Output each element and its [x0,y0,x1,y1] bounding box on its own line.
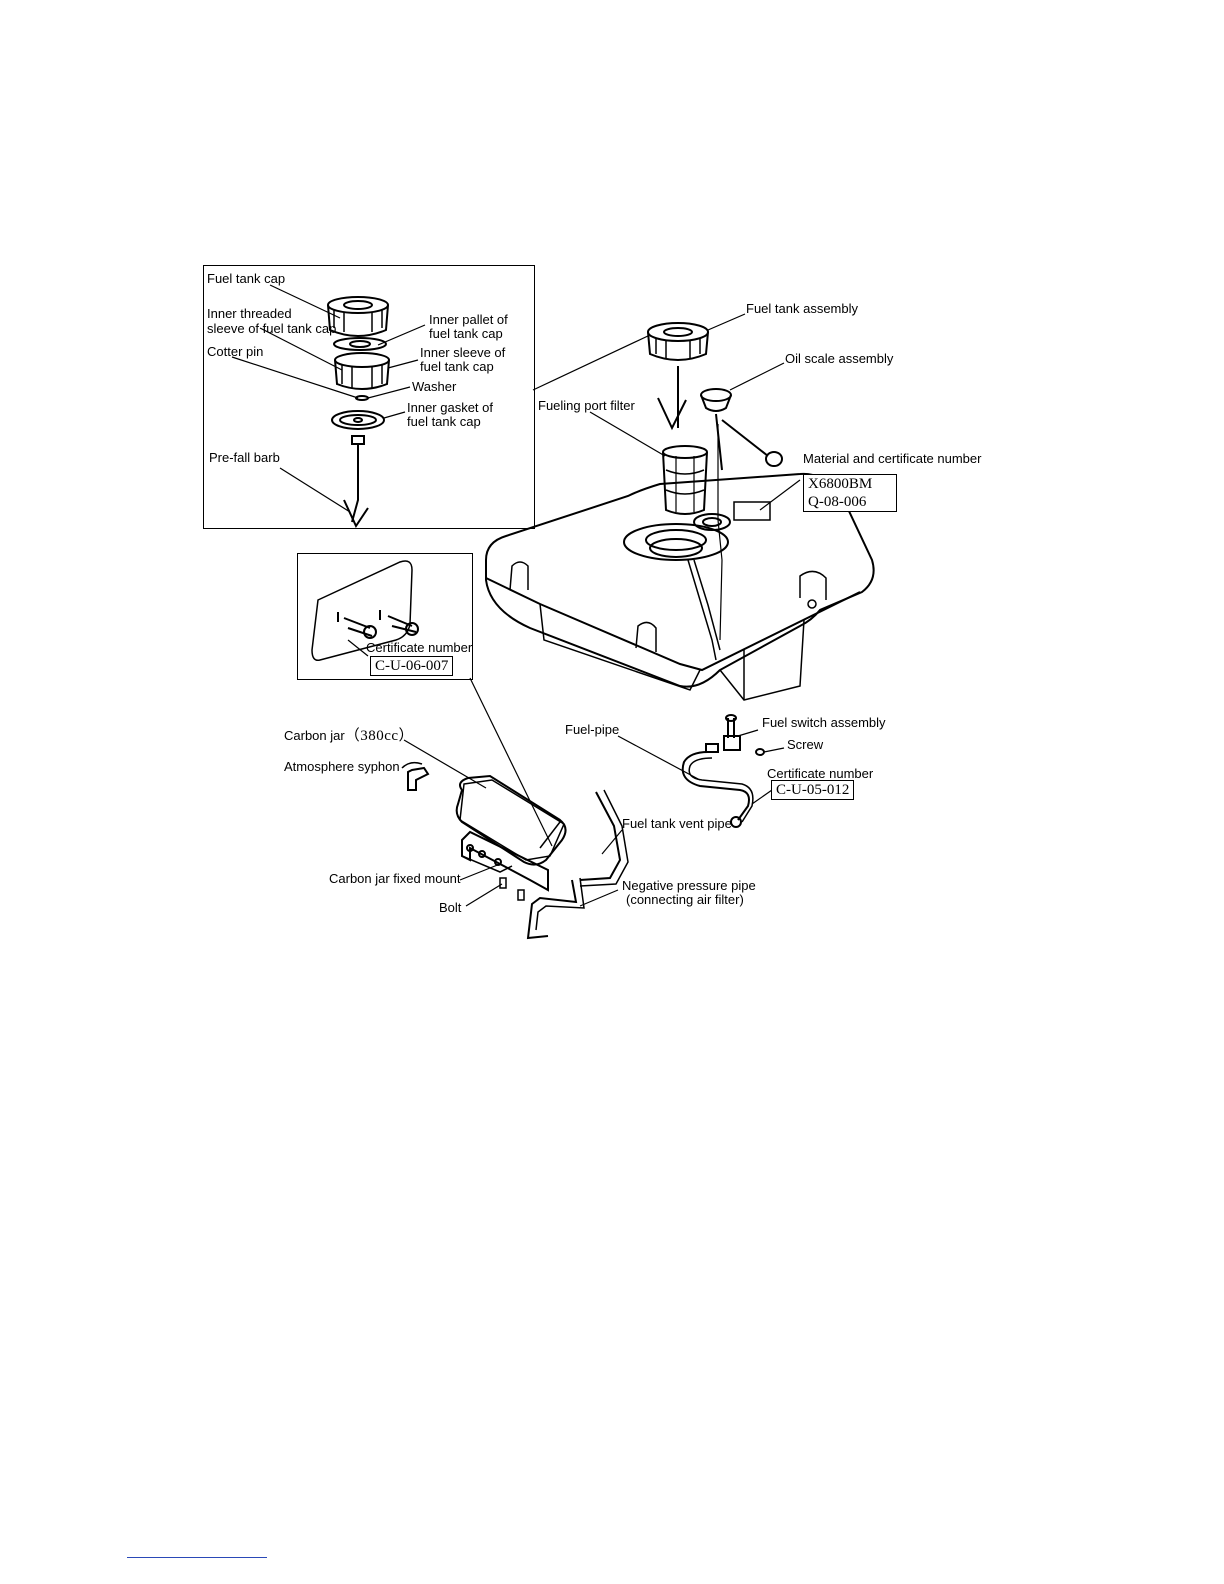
main-leader-lines [347,313,801,907]
material-code-box: X6800BM Q-08-006 [803,474,897,512]
inset-leader-lines [231,284,651,513]
label-fuel-pipe: Fuel-pipe [565,722,620,737]
inset-inner-pallet [333,337,387,351]
bolt [499,877,525,901]
main-fuel-tank-cap [647,322,709,428]
inset-fuel-tank-cap [327,296,389,337]
atmosphere-syphon [401,761,430,791]
label-cotter-pin: Cotter pin [207,344,264,359]
material-code-1: X6800BM [808,476,873,492]
inset-pre-fall-barb [343,435,369,529]
label-material-cert: Material and certificate number [803,451,982,466]
fuel-pipe [681,751,754,828]
label-cert-number-b: Certificate number [767,766,874,781]
fuel-tank-vent-pipe [579,789,629,887]
label-washer: Washer [412,379,457,394]
label-negative-pressure-pipe-line2: (connecting air filter) [626,892,744,907]
label-inner-gasket-line1: Inner gasket of [407,400,493,415]
footer-rule [127,1557,267,1558]
main-arrow [657,397,687,431]
label-bolt: Bolt [439,900,462,915]
label-carbon-jar-fixed-mount: Carbon jar fixed mount [329,871,461,886]
material-code-2: Q-08-006 [808,494,867,510]
cert-code-b: C-U-05-012 [771,780,855,800]
label-inner-gasket-line2: fuel tank cap [407,414,481,429]
label-inner-pallet-line2: fuel tank cap [429,326,503,341]
cap-detail-inset [203,265,535,529]
inset-connector-detail [311,560,419,662]
fuel-tank-body [485,424,875,701]
oil-scale-assembly [700,388,783,471]
inset-inner-sleeve [334,352,390,390]
label-fuel-switch-assembly: Fuel switch assembly [762,715,886,730]
label-oil-scale-assembly: Oil scale assembly [785,351,894,366]
carbon-jar-fixed-mount [461,830,549,892]
carbon-jar-name: Carbon jar [284,728,345,743]
label-inner-sleeve-line2: fuel tank cap [420,359,494,374]
fuel-switch-assembly [705,714,765,756]
label-fuel-tank-assembly: Fuel tank assembly [746,301,858,316]
label-carbon-jar: Carbon jar（380cc） [284,728,414,744]
label-inner-pallet-line1: Inner pallet of [429,312,508,327]
label-atmosphere-syphon: Atmosphere syphon [284,759,400,774]
carbon-jar [455,774,567,866]
carbon-jar-connector-inset [297,553,473,680]
label-cert-number-a: Certificate number [366,640,473,655]
label-pre-fall-barb: Pre-fall barb [209,450,280,465]
label-screw: Screw [787,737,824,752]
fueling-port-filter [662,445,708,515]
carbon-jar-volume: （380cc） [344,728,415,744]
inset-inner-gasket [331,410,385,430]
label-fueling-port-filter: Fueling port filter [538,398,635,413]
label-negative-pressure-pipe-line1: Negative pressure pipe [622,878,756,893]
label-inner-threaded-sleeve-line2: sleeve of fuel tank cap [207,321,337,336]
label-inner-threaded-sleeve-line1: Inner threaded [207,306,292,321]
negative-pressure-pipe [526,877,585,940]
label-fuel-tank-vent-pipe: Fuel tank vent pipe [622,816,732,831]
label-inner-sleeve-line1: Inner sleeve of [420,345,506,360]
cert-code-a: C-U-06-007 [370,656,454,676]
label-fuel-tank-cap: Fuel tank cap [207,271,286,286]
